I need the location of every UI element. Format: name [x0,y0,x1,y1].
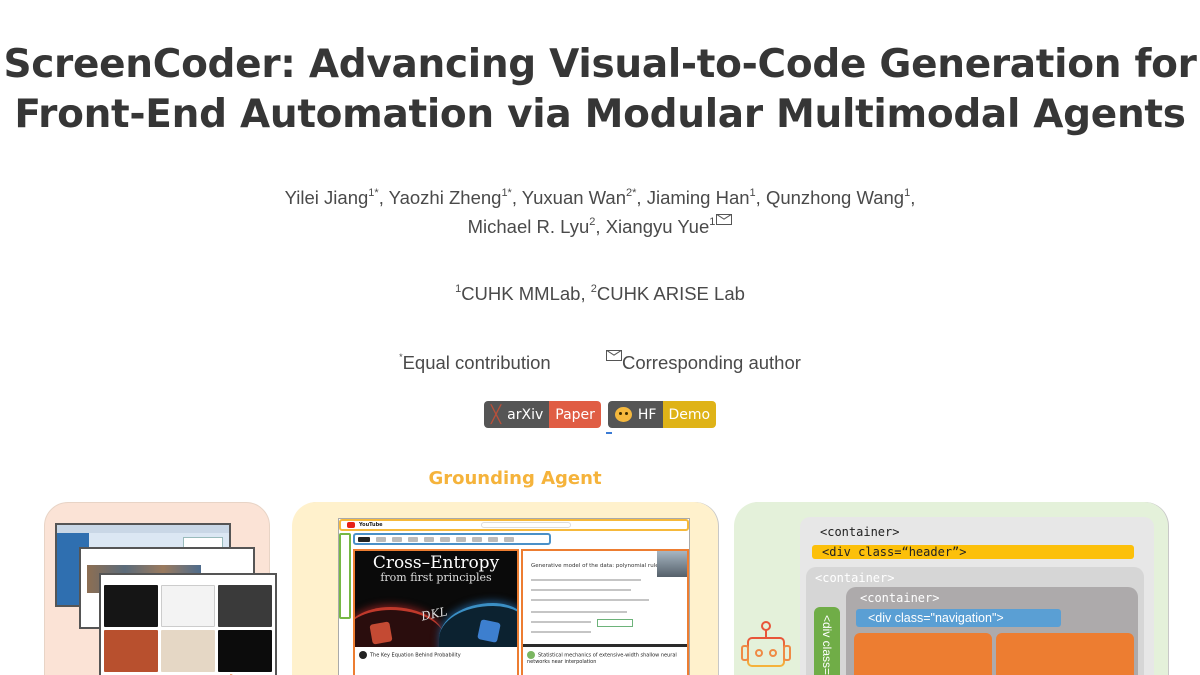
video-meta: The Key Equation Behind Probability [359,651,513,659]
author-line-1: Yilei Jiang1*, Yaozhi Zheng1*, Yuxuan Wa… [284,187,916,208]
die-icon [477,619,501,643]
content-block [854,633,992,675]
affiliations: 1CUHK MMLab, 2CUHK ARISE Lab [455,283,745,304]
author-name[interactable]: Michael R. Lyu [467,216,590,237]
author-line-2: Michael R. Lyu2, Xiangyu Yue1 [0,212,1200,241]
video-title: Statistical mechanics of extensive-width… [527,652,677,666]
equal-contribution-note: Equal contribution [402,352,551,373]
equal-sup: * [399,352,403,362]
author-affil-sup: 1 [904,187,911,199]
detected-content-box: Generative model of the data: polynomial… [521,549,689,675]
badge-value: Demo [662,401,717,428]
affiliation-name: CUHK ARISE Lab [596,283,745,304]
layout-tree-panel: <container> <div class=“header”> <contai… [734,502,1168,675]
detected-header-box: YouTube [339,519,689,531]
corresponding-author-note: Corresponding author [621,352,801,373]
nested-container: <container> <div class= <container> <div… [806,567,1144,675]
die-icon [369,621,393,645]
screenshot-thumbnail [99,573,277,675]
author-name[interactable]: Xiangyu Yue [605,216,710,237]
affiliation-name: CUHK MMLab [461,283,581,304]
badge-label: HF [637,406,657,423]
video-thumbnail: Cross–Entropy from first principles DKL [355,551,517,647]
contribution-notes: *Equal contribution Corresponding author [0,350,1200,374]
hugging-face-icon [614,407,632,422]
container-tag: <container> [860,591,940,605]
channel-avatar [359,651,367,659]
arxiv-paper-badge[interactable]: ╳ arXiv Paper [483,401,601,428]
author-affil-sup: 2 [589,216,596,228]
author-name[interactable]: Yuxuan Wan [521,187,627,208]
channel-avatar [527,651,535,659]
content-block [996,633,1134,675]
badge-left: HF [607,401,663,428]
badge-value: Paper [549,401,601,428]
video-thumbnail: Generative model of the data: polynomial… [523,551,687,647]
video-meta: Statistical mechanics of extensive-width… [527,651,683,665]
affil-sup: 1 [455,283,462,295]
title-line-2: Front-End Automation via Modular Multimo… [14,92,1186,137]
grounding-agent-label: Grounding Agent [428,468,602,489]
badge-label: arXiv [507,406,544,423]
speaker-video [657,551,687,577]
input-screenshots-panel [44,502,277,675]
detected-content-box: Cross–Entropy from first principles DKL … [353,549,519,675]
youtube-logo-text: YouTube [359,522,383,528]
link-badges: ╳ arXiv Paper HF Demo [0,401,1200,428]
container-tag: <container> [820,525,900,539]
envelope-icon [605,350,622,361]
navigation-div-tag: <div class="navigation"> [856,609,1061,627]
envelope-icon [716,214,733,225]
thumbnail-title: Cross–Entropy [372,553,500,573]
youtube-logo-icon [347,522,355,528]
detected-sidebar-box [339,533,351,619]
header-div-tag: <div class=“header”> [812,545,1134,559]
badge-left: ╳ arXiv [483,401,550,428]
arxiv-logo-icon: ╳ [490,404,502,425]
title-line-1: ScreenCoder: Advancing Visual-to-Code Ge… [3,42,1197,87]
author-name[interactable]: Jiaming Han [646,187,750,208]
sidebar-div-tag: <div class= [814,607,840,675]
grounding-panel: YouTube Cross–Entropy from first princip… [292,502,718,675]
video-title: The Key Equation Behind Probability [370,652,461,659]
author-affil-sup: 1* [501,187,512,199]
nested-container: <container> <div class="navigation"> [846,587,1138,675]
author-name[interactable]: Yaozhi Zheng [388,187,502,208]
robot-icon [741,621,791,667]
detected-navigation-box [353,533,551,545]
search-bar [481,522,571,528]
hf-demo-badge[interactable]: HF Demo [607,401,717,428]
layout-tree: <container> <div class=“header”> <contai… [800,517,1154,675]
author-name[interactable]: Yilei Jiang [284,187,369,208]
affil-sup: 2 [590,283,597,295]
thumbnail-title: Generative model of the data: polynomial… [531,563,662,569]
author-affil-sup: 1 [749,187,756,199]
thumbnail-symbol: DKL [419,604,449,624]
author-list: Yilei Jiang1*, Yaozhi Zheng1*, Yuxuan Wa… [0,183,1200,241]
thumbnail-subtitle: from first principles [380,571,492,584]
paper-title: ScreenCoder: Advancing Visual-to-Code Ge… [0,40,1200,140]
author-affil-sup: 1 [709,216,716,228]
youtube-screenshot: YouTube Cross–Entropy from first princip… [338,518,690,675]
focus-marker [606,432,612,434]
author-affil-sup: 2* [626,187,637,199]
author-affil-sup: 1* [368,187,379,199]
author-name[interactable]: Qunzhong Wang [765,187,905,208]
container-tag: <container> [815,571,895,585]
